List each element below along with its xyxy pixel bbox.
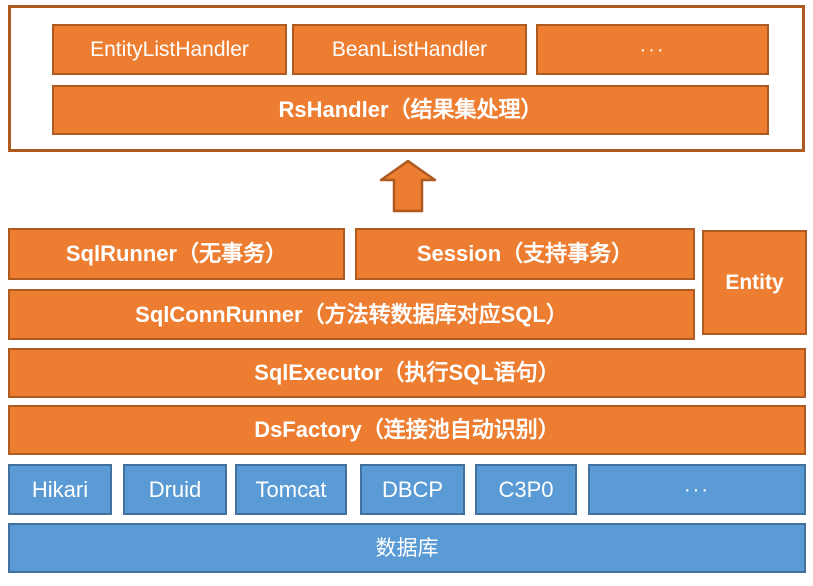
result-handler-frame [8, 5, 805, 152]
box-sql-conn-runner: SqlConnRunner（方法转数据库对应SQL） [8, 289, 695, 340]
box-more-handlers: ··· [536, 24, 769, 75]
box-ds-factory: DsFactory（连接池自动识别） [8, 405, 806, 455]
box-pool-c3p0: C3P0 [475, 464, 577, 515]
box-bean-list-handler: BeanListHandler [292, 24, 527, 75]
box-session: Session（支持事务） [355, 228, 695, 280]
box-pool-more: ··· [588, 464, 806, 515]
box-pool-hikari: Hikari [8, 464, 112, 515]
up-arrow-icon [379, 159, 437, 213]
box-sql-runner: SqlRunner（无事务） [8, 228, 345, 280]
box-pool-dbcp: DBCP [360, 464, 465, 515]
box-pool-druid: Druid [123, 464, 227, 515]
box-entity-list-handler: EntityListHandler [52, 24, 287, 75]
box-entity: Entity [702, 230, 807, 335]
box-sql-executor: SqlExecutor（执行SQL语句） [8, 348, 806, 398]
box-pool-tomcat: Tomcat [235, 464, 347, 515]
box-rs-handler: RsHandler（结果集处理） [52, 85, 769, 135]
box-database: 数据库 [8, 523, 806, 573]
